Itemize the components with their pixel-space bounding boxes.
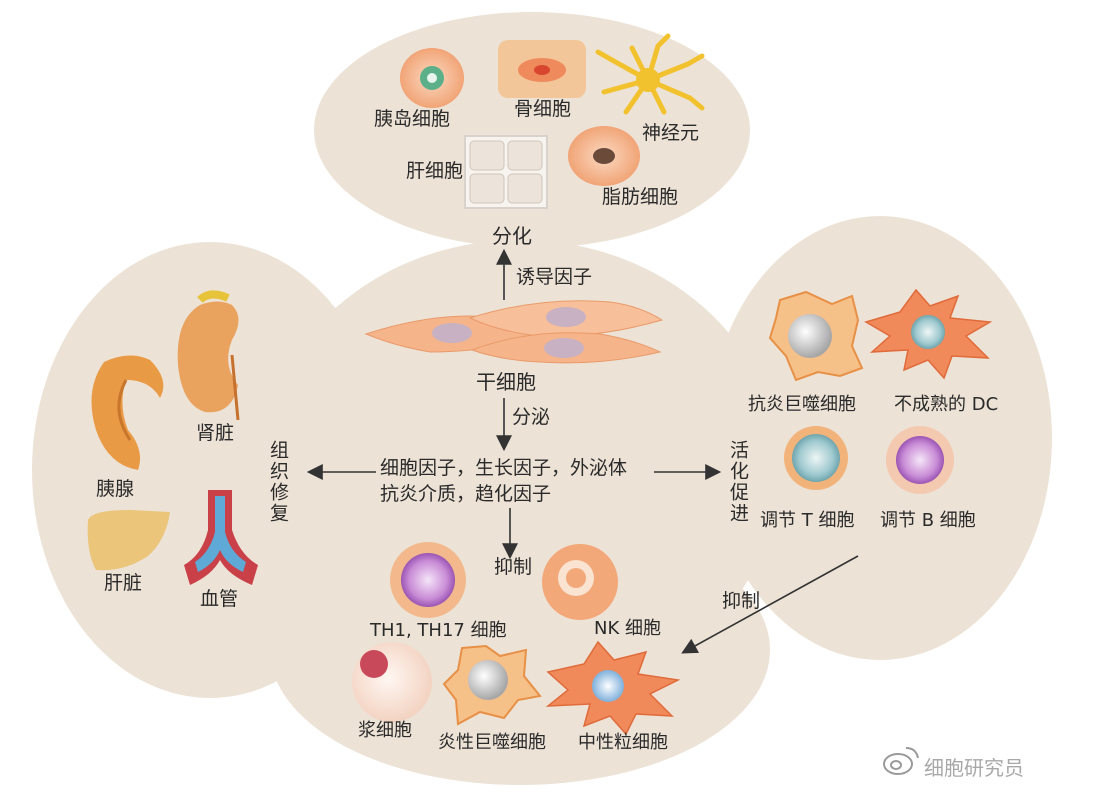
inflammatory-macrophage-icon (442, 644, 542, 726)
neutrophil-icon (545, 640, 681, 736)
kidney-icon (177, 290, 240, 421)
treg-label: 调节 T 细胞 (760, 510, 855, 531)
liver-icon (87, 510, 170, 571)
immature-dc-label: 不成熟的 DC (894, 394, 999, 415)
liver-cell-icon (464, 135, 548, 209)
inhibit-center-label: 抑制 (494, 556, 533, 578)
factors-line-1: 细胞因子，生长因子，外泌体 (380, 457, 628, 479)
fat-cell-icon (568, 126, 640, 186)
inhibit-right-label: 抑制 (722, 590, 761, 612)
pancreas-label: 胰腺 (96, 478, 135, 500)
neuron-label: 神经元 (642, 122, 700, 144)
watermark-text: 细胞研究员 (924, 756, 1024, 780)
th-cell-icon (390, 542, 466, 618)
neutrophil-label: 中性粒细胞 (578, 732, 668, 753)
bone-cell-icon (498, 40, 586, 98)
weibo-logo-icon (883, 747, 919, 775)
nk-cell-icon (542, 544, 618, 620)
factors-line-2: 抗炎介质，趋化因子 (380, 483, 552, 505)
differentiation-title: 分化 (492, 224, 532, 248)
kidney-label: 肾脏 (196, 422, 235, 444)
blood-vessel-icon (184, 490, 258, 585)
breg-cell-icon (886, 426, 954, 494)
stem-cell-label: 干细胞 (476, 370, 536, 394)
arrow-inhibit-right (681, 555, 859, 654)
inflammatory-macrophage-label: 炎性巨噬细胞 (438, 732, 546, 753)
immature-dc-icon (864, 288, 993, 380)
inducing-factor-label: 诱导因子 (516, 266, 593, 288)
plasma-cell-label: 浆细胞 (358, 720, 412, 741)
anti-inflammatory-macrophage-label: 抗炎巨噬细胞 (748, 394, 856, 415)
fat-cell-label: 脂肪细胞 (602, 186, 679, 208)
neuron-body-icon (636, 68, 660, 92)
islet-cell-icon (400, 48, 464, 108)
secretion-label: 分泌 (512, 406, 551, 428)
nk-cell-label: NK 细胞 (594, 618, 661, 639)
th-cell-label: TH1, TH17 细胞 (370, 620, 507, 641)
plasma-cell-icon (352, 642, 432, 722)
tissue-repair-title: 组织修复 (267, 440, 289, 524)
stem-cell-icon (364, 300, 664, 364)
anti-inflammatory-macrophage-icon (768, 290, 864, 382)
liver-label: 肝脏 (104, 572, 143, 594)
activation-title: 活化促进 (727, 440, 749, 524)
arrows (306, 248, 859, 654)
vessel-label: 血管 (200, 588, 239, 610)
breg-label: 调节 B 细胞 (880, 510, 976, 531)
liver-cell-label: 肝细胞 (406, 160, 464, 182)
islet-cell-label: 胰岛细胞 (374, 108, 451, 130)
bone-cell-label: 骨细胞 (514, 98, 572, 120)
pancreas-icon (91, 355, 164, 470)
treg-cell-icon (784, 426, 848, 490)
